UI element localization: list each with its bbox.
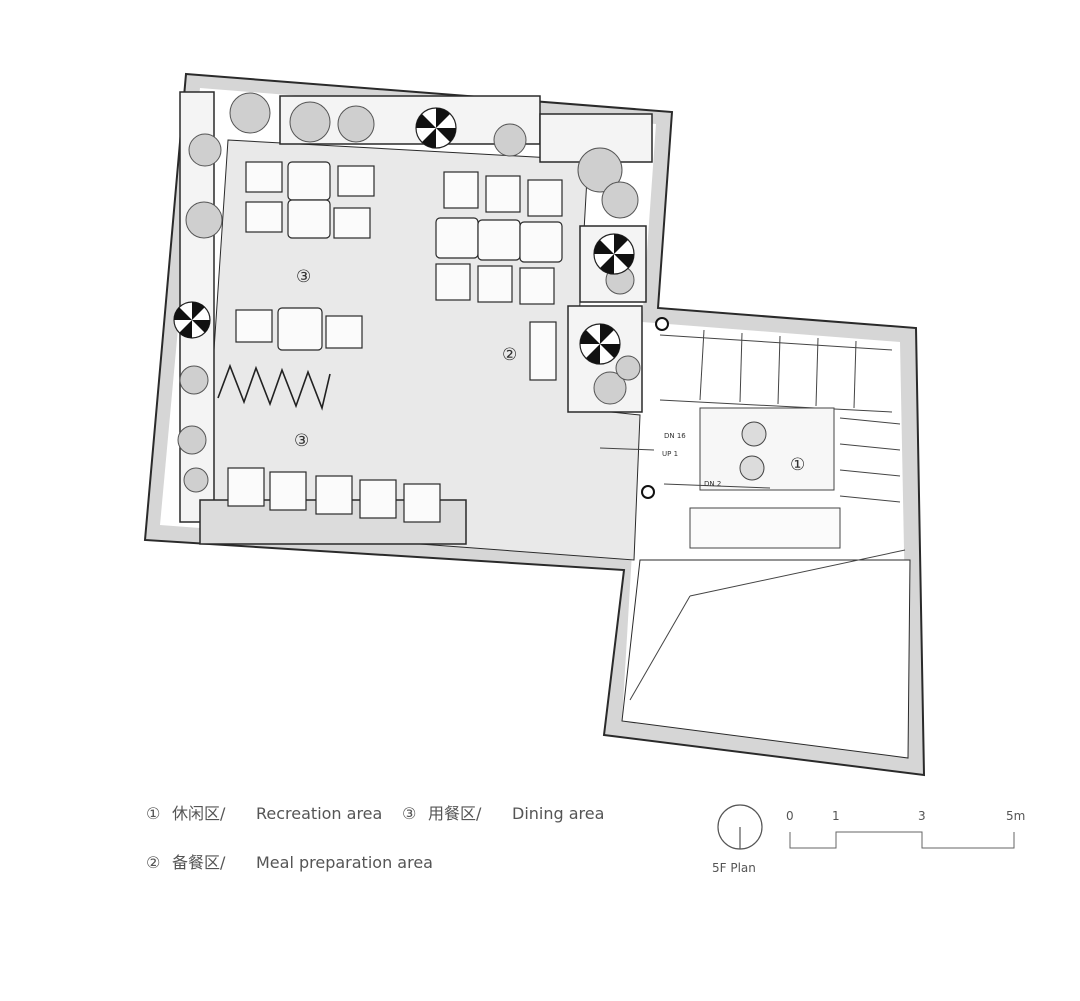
table [287,161,331,201]
umbrella [593,233,635,275]
column [655,317,669,331]
vegetation [177,92,641,493]
shrub [177,425,207,455]
chair [435,263,471,301]
legend-marker-recreation: ① [146,804,160,823]
stool [741,421,767,447]
chair [245,201,283,233]
stair-landing [699,407,835,491]
diagonal-line [689,549,906,597]
shrub [337,105,375,143]
chair [443,171,479,209]
scale-tick-1: 1 [832,809,840,823]
legend-cn-recreation: 休闲区/ [172,804,226,823]
stools [739,421,767,481]
legend-cn-dining: 用餐区/ [428,804,482,823]
legend-marker-meal-prep: ② [146,853,160,872]
shrub [593,371,627,405]
table [435,217,479,259]
shrub [289,101,331,143]
umbrellas [173,107,635,365]
room-marker-dining-top: ③ [296,267,311,287]
stair-label-up1: UP 1 [662,450,678,458]
legend-en-recreation: Recreation area [256,804,382,823]
shrub [188,133,222,167]
north-symbol: 5F Plan [712,804,763,875]
chair [519,267,555,305]
scale-tick-3: 3 [918,809,926,823]
scale-tick-0: 0 [786,809,794,823]
chair [485,175,521,213]
shrub [229,92,271,134]
stair-label-dn2: DN 2 [704,480,721,488]
legend-marker-dining: ③ [402,804,416,823]
legend-en-meal-prep: Meal preparation area [256,853,433,872]
table [287,199,331,239]
staircase [599,329,901,549]
chair [269,471,307,511]
shrub [493,123,527,157]
column [641,485,655,499]
shrub [577,147,623,193]
umbrella [415,107,457,149]
lounge-zigzag [217,363,331,411]
table [477,219,521,261]
chair [235,309,273,343]
furniture [227,161,563,523]
table [277,307,323,351]
chair [527,179,563,217]
scale-bar-line [789,831,1015,849]
prep-counter [529,321,557,381]
legend-en-dining: Dining area [512,804,604,823]
legend-cn-meal-prep: 备餐区/ [172,853,226,872]
chair [245,161,283,193]
chair [477,265,513,303]
diagonal-line [629,595,691,701]
table [519,221,563,263]
stool [739,455,765,481]
scale-tick-5m: 5m [1006,809,1025,823]
umbrella [173,301,211,339]
stair-label-dn16: DN 16 [664,432,686,440]
legend: ① 休闲区/ Recreation area ③ 用餐区/ Dining are… [146,804,604,872]
chair [403,483,441,523]
lower-room [621,559,911,759]
room-marker-recreation: ① [790,455,805,475]
chair [359,479,397,519]
umbrella [579,323,621,365]
chair [227,467,265,507]
shrub [601,181,639,219]
chair [315,475,353,515]
chair [325,315,363,349]
room-marker-meal-prep: ② [502,345,517,365]
plan-label: 5F Plan [712,861,756,875]
room-marker-dining-bottom: ③ [294,431,309,451]
stair-lower-landing [689,507,841,549]
shrub [179,365,209,395]
shrub [183,467,209,493]
scale-bar: 0 1 3 5m [786,809,1025,849]
chair [337,165,375,197]
chair [333,207,371,239]
shrub [185,201,223,239]
shrub [615,355,641,381]
